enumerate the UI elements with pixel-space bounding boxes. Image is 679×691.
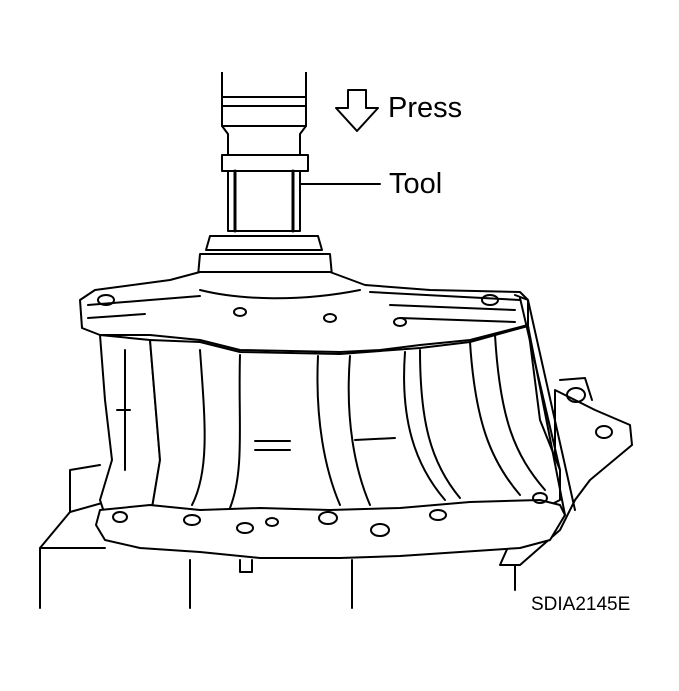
- tool-label: Tool: [389, 168, 443, 200]
- case-top-flange: [79, 271, 529, 353]
- press-arrow-icon: [335, 89, 379, 132]
- tool-adapter: [197, 154, 381, 277]
- base-block: [39, 464, 353, 609]
- case-body: [99, 294, 576, 541]
- figure-code-label: SDIA2145E: [531, 594, 631, 615]
- case-bottom-flange: [95, 492, 566, 573]
- press-ram: [221, 72, 307, 156]
- press-label: Press: [388, 92, 463, 124]
